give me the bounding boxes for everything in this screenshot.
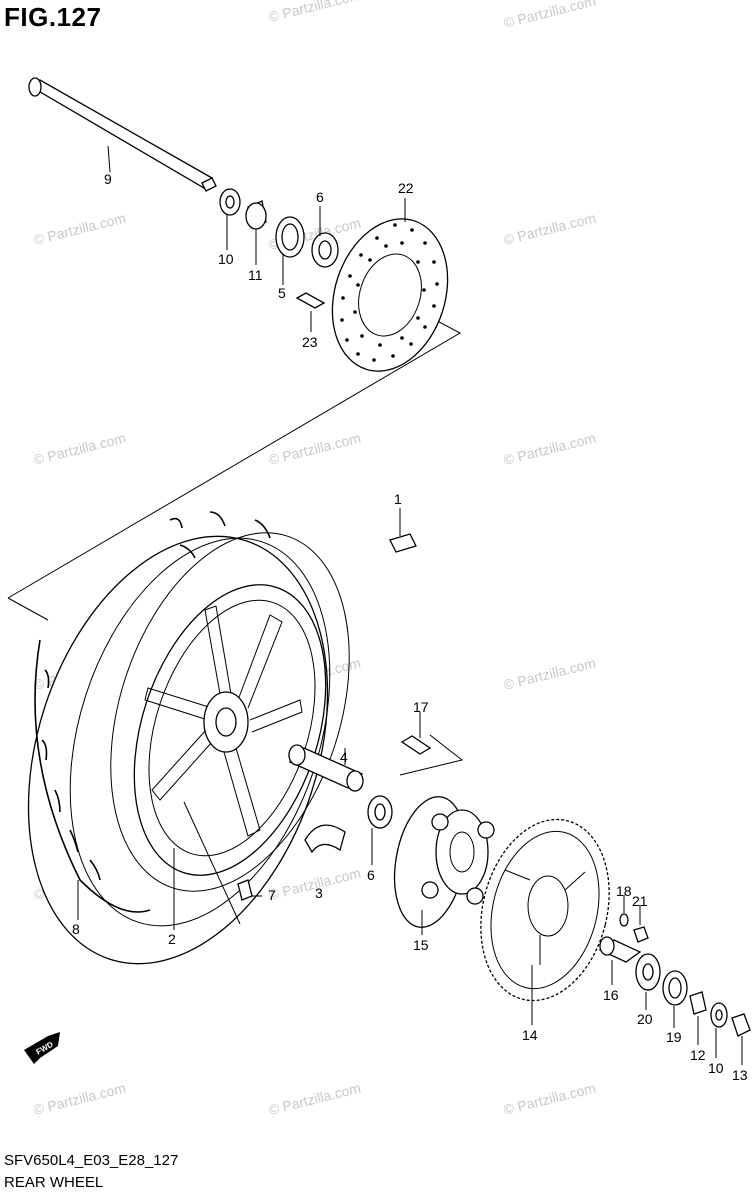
rim-spokes (144, 605, 303, 837)
callout-20: 20 (637, 1011, 653, 1027)
callout-11: 11 (248, 267, 263, 283)
axle-nut (731, 1013, 751, 1037)
washer (710, 1002, 728, 1028)
watermark: © Partzilla.com (267, 430, 362, 468)
callout-16: 16 (603, 987, 619, 1003)
brake-disc (331, 218, 449, 372)
watermark: © Partzilla.com (32, 210, 127, 248)
callout-21: 21 (632, 893, 648, 909)
figure-code: SFV650L4_E03_E28_127 (4, 1152, 179, 1169)
callout-4: 4 (340, 749, 348, 765)
callout-3: 3 (315, 885, 323, 901)
watermark: © Partzilla.com (267, 1080, 362, 1118)
callout-9: 9 (104, 171, 112, 187)
watermark: © Partzilla.com (267, 0, 362, 25)
callouts: 9 10 11 5 6 22 23 1 17 4 6 3 7 8 2 15 14… (72, 171, 748, 1083)
oil-seal (275, 216, 305, 258)
callout-17: 17 (413, 699, 429, 715)
washer (619, 913, 629, 927)
watermark: © Partzilla.com (32, 1080, 127, 1118)
sprocket-mounting-drum (393, 796, 495, 928)
callout-14: 14 (522, 1027, 538, 1043)
callout-8: 8 (72, 921, 80, 937)
bearing (367, 795, 393, 829)
callout-15: 15 (413, 937, 429, 953)
callout-19: 19 (666, 1029, 682, 1045)
watermark: © Partzilla.com (32, 430, 127, 468)
watermark: © Partzilla.com (502, 210, 597, 248)
collar (598, 936, 642, 963)
callout-23: 23 (302, 334, 318, 350)
figure-title: FIG.127 (4, 2, 102, 32)
callout-10-upper: 10 (218, 251, 234, 267)
spacer-tube (288, 744, 364, 792)
sprocket-bolt (400, 712, 432, 755)
tread-marks (41, 511, 271, 881)
spacer (245, 200, 267, 230)
callout-10-lower: 10 (708, 1060, 724, 1076)
callout-7: 7 (268, 887, 276, 903)
spacer (689, 991, 707, 1015)
callout-2: 2 (168, 931, 176, 947)
callout-1: 1 (394, 491, 402, 507)
leader-lines (77, 198, 743, 1065)
watermark: © Partzilla.com (502, 430, 597, 468)
rear-sprocket (480, 818, 610, 1002)
watermark: © Partzilla.com (502, 655, 597, 693)
disc-bolt (295, 292, 326, 332)
callout-6-lower: 6 (367, 867, 375, 883)
disc-hole-ring (340, 223, 439, 362)
bearing (311, 232, 339, 268)
rear-rim (133, 584, 327, 876)
callout-6-upper: 6 (316, 189, 324, 205)
callout-13: 13 (732, 1067, 748, 1083)
figure-name: REAR WHEEL (4, 1174, 104, 1191)
watermark: © Partzilla.com (502, 1080, 597, 1118)
washer (219, 188, 241, 216)
nut (633, 926, 649, 943)
callout-5: 5 (278, 285, 286, 301)
balance-weight (389, 508, 417, 553)
callout-22: 22 (398, 180, 414, 196)
wheel-damper (304, 824, 346, 854)
bearing (635, 953, 661, 991)
fwd-arrow-icon: FWD (24, 1032, 60, 1064)
oil-seal (662, 970, 688, 1006)
callout-12: 12 (690, 1047, 706, 1063)
callout-18: 18 (616, 883, 632, 899)
axle (28, 77, 217, 192)
watermark: © Partzilla.com (502, 0, 597, 31)
